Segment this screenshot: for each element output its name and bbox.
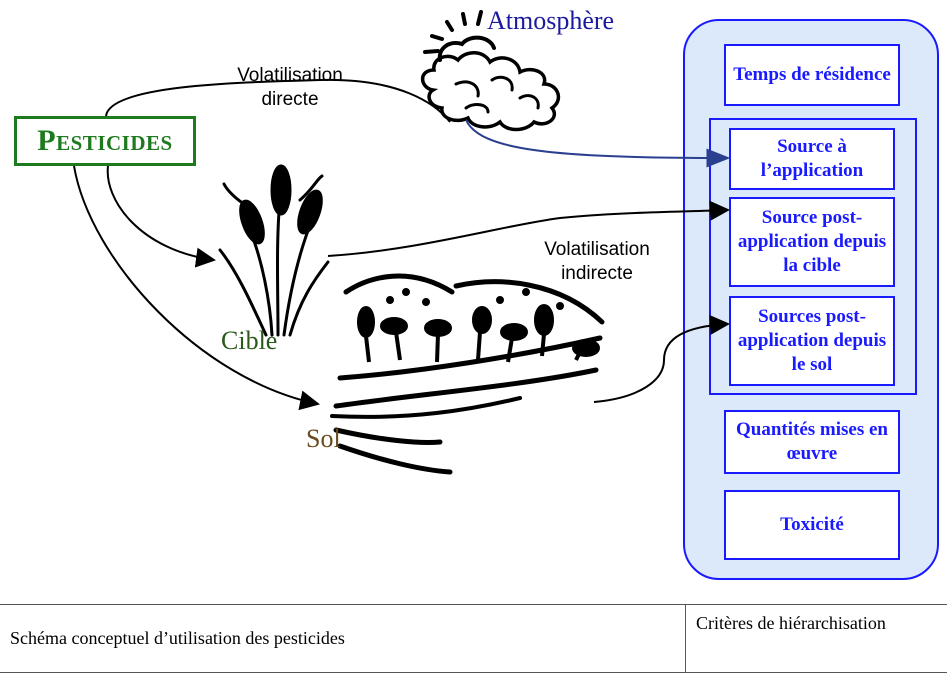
volatilisation-directe-label: Volatilisation directe (237, 65, 343, 110)
flow-arrows (73, 78, 731, 411)
criterion-toxicity: Toxicité (724, 490, 900, 560)
caption-right-cell: Critères de hiérarchisation (686, 605, 947, 672)
criterion-source-post-sol: Sources post-application depuis le sol (729, 296, 895, 386)
trees-icon (357, 288, 600, 363)
cloud-sun-icon (420, 10, 561, 132)
criterion-source-application: Source à l’application (729, 128, 895, 190)
diagram-area: Temps de résidence Source à l’applicatio… (14, 6, 939, 580)
wheat-icon (218, 164, 330, 337)
atmosphere-label: Atmosphère (487, 6, 615, 35)
source-criteria-group (709, 118, 917, 395)
criterion-source-post-cible: Source post-application depuis la cible (729, 197, 895, 287)
criterion-quantities: Quantités mises en œuvre (724, 410, 900, 474)
caption-left-cell: Schéma conceptuel d’utilisation des pest… (0, 605, 686, 672)
caption-table: Schéma conceptuel d’utilisation des pest… (0, 604, 947, 673)
pesticides-label: Pesticides (37, 124, 173, 157)
criterion-residence-time: Temps de résidence (724, 44, 900, 106)
caption-right-text: Critères de hiérarchisation (696, 613, 886, 633)
field-icon (330, 273, 605, 475)
diagram-drawing (73, 10, 731, 475)
sol-label: Sol (306, 424, 341, 453)
volatilisation-indirecte-label: Volatilisation indirecte (544, 239, 650, 284)
caption-left-text: Schéma conceptuel d’utilisation des pest… (10, 628, 345, 648)
pesticides-box: Pesticides (14, 116, 196, 166)
cible-label: Cible (221, 326, 278, 355)
